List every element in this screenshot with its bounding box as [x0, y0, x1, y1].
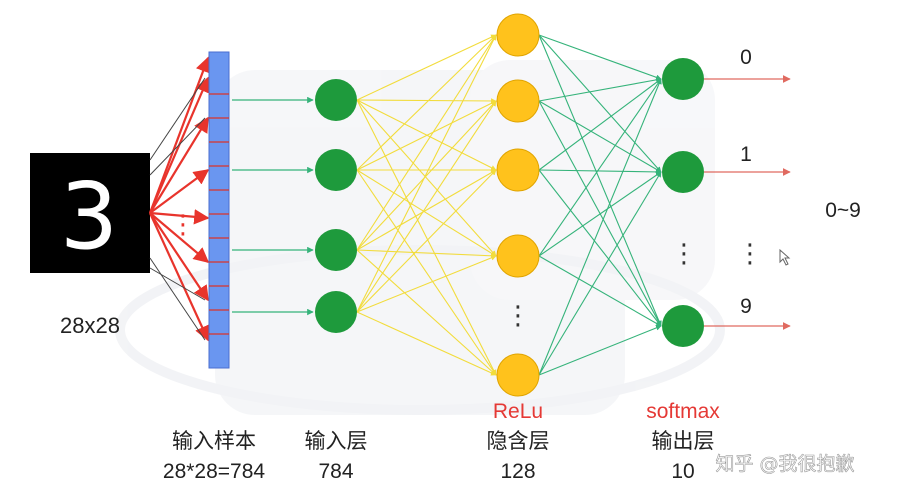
input-to-hidden-edge	[356, 100, 497, 313]
output-label-1: 1	[740, 143, 752, 166]
image-arrow	[149, 212, 209, 302]
output-range-label: 0~9	[825, 199, 861, 222]
input-to-hidden-edge	[356, 311, 497, 376]
hidden-layer-count: 128	[500, 460, 535, 483]
input-to-hidden-edge	[356, 249, 497, 376]
input-layer-count: 784	[318, 460, 353, 483]
image-arrow	[149, 169, 210, 214]
output-label-9: 9	[740, 295, 752, 318]
input-to-hidden-edge	[356, 169, 497, 313]
hidden-to-output-edge	[538, 77, 662, 102]
input-to-hidden-edge	[356, 99, 497, 376]
input-to-hidden-edge	[356, 169, 497, 376]
hidden-to-output-edge	[538, 171, 662, 257]
hidden-to-output-edge	[538, 171, 662, 376]
input-to-hidden-edge	[356, 34, 497, 313]
hidden-dots: ⋮	[505, 301, 531, 331]
hidden-node	[496, 148, 540, 192]
input-node	[315, 149, 357, 191]
output-node	[662, 305, 704, 347]
image-arrow	[148, 212, 210, 342]
hidden-to-output-edge	[538, 78, 662, 376]
hidden-to-output-edge	[538, 169, 662, 175]
input-node	[315, 79, 357, 121]
output-arrows	[704, 75, 791, 330]
input-node	[315, 291, 357, 333]
input-to-hidden-edge	[356, 34, 497, 101]
output-activation-label: softmax	[646, 400, 720, 423]
image-arrow-outline	[149, 267, 206, 301]
hidden-node	[496, 353, 540, 397]
input-to-hidden-edge	[356, 99, 497, 257]
vector-to-input-edges	[232, 96, 314, 316]
hidden-to-output-edge	[538, 169, 662, 327]
output-node	[662, 151, 704, 193]
input-digit-glyph: 3	[60, 163, 119, 270]
image-arrow	[149, 209, 210, 225]
image-arrow	[149, 116, 209, 214]
hidden-node	[496, 234, 540, 278]
hidden-node	[496, 79, 540, 123]
zhihu-watermark: 知乎 @我很抱歉	[715, 453, 854, 475]
hidden-layer-name: 隐含层	[487, 429, 550, 453]
hidden-to-output-edge	[538, 255, 662, 327]
input-sample-count: 28*28=784	[163, 460, 266, 483]
input-to-hidden-edge	[356, 34, 497, 171]
mouse-cursor-icon	[779, 248, 791, 266]
image-arrow-outline	[149, 117, 206, 176]
hidden-to-output-edges	[538, 34, 662, 376]
input-to-hidden-edge	[356, 98, 497, 104]
image-arrow-outline	[149, 77, 206, 161]
input-to-hidden-edge	[356, 100, 497, 251]
input-layer-name: 输入层	[305, 429, 368, 453]
output-node	[662, 58, 704, 100]
image-arrow	[148, 56, 211, 214]
input-vector-ticks	[209, 93, 229, 335]
output-label-0: 0	[740, 46, 752, 69]
image-dots: ⋮	[170, 210, 196, 240]
input-size-label: 28x28	[60, 313, 120, 338]
input-to-hidden-edge	[356, 255, 497, 313]
output-layer-nodes	[662, 58, 704, 347]
hidden-node	[496, 13, 540, 57]
hidden-to-output-edge	[538, 325, 662, 376]
hidden-activation-label: ReLu	[493, 400, 543, 423]
input-vector-bar	[208, 51, 230, 369]
input-to-hidden-edge	[356, 34, 497, 251]
hidden-to-output-edge	[538, 34, 662, 173]
hidden-layer-nodes	[496, 13, 540, 397]
output-dots: ⋮	[671, 239, 697, 269]
input-to-hidden-edges	[356, 34, 497, 376]
hidden-to-output-edge	[538, 34, 662, 327]
image-to-vector-arrows	[148, 56, 211, 342]
input-to-hidden-edge	[356, 169, 497, 257]
input-digit-image	[30, 153, 150, 273]
image-arrow	[149, 212, 210, 263]
image-arrow-outline	[149, 257, 206, 341]
output-layer-name: 输出层	[652, 429, 715, 453]
output-layer-count: 10	[671, 460, 694, 483]
input-to-hidden-edge	[356, 249, 497, 259]
hidden-to-output-edge	[538, 34, 662, 80]
input-to-hidden-edge	[356, 100, 497, 171]
hidden-to-output-edge	[538, 78, 662, 171]
hidden-to-output-edge	[538, 100, 662, 173]
input-sample-name: 输入样本	[172, 429, 256, 453]
output-label-dots: ⋮	[737, 239, 763, 269]
hidden-to-output-edge	[538, 78, 662, 257]
input-node	[315, 229, 357, 271]
input-to-hidden-edge	[356, 169, 497, 251]
input-layer-nodes	[315, 79, 357, 333]
